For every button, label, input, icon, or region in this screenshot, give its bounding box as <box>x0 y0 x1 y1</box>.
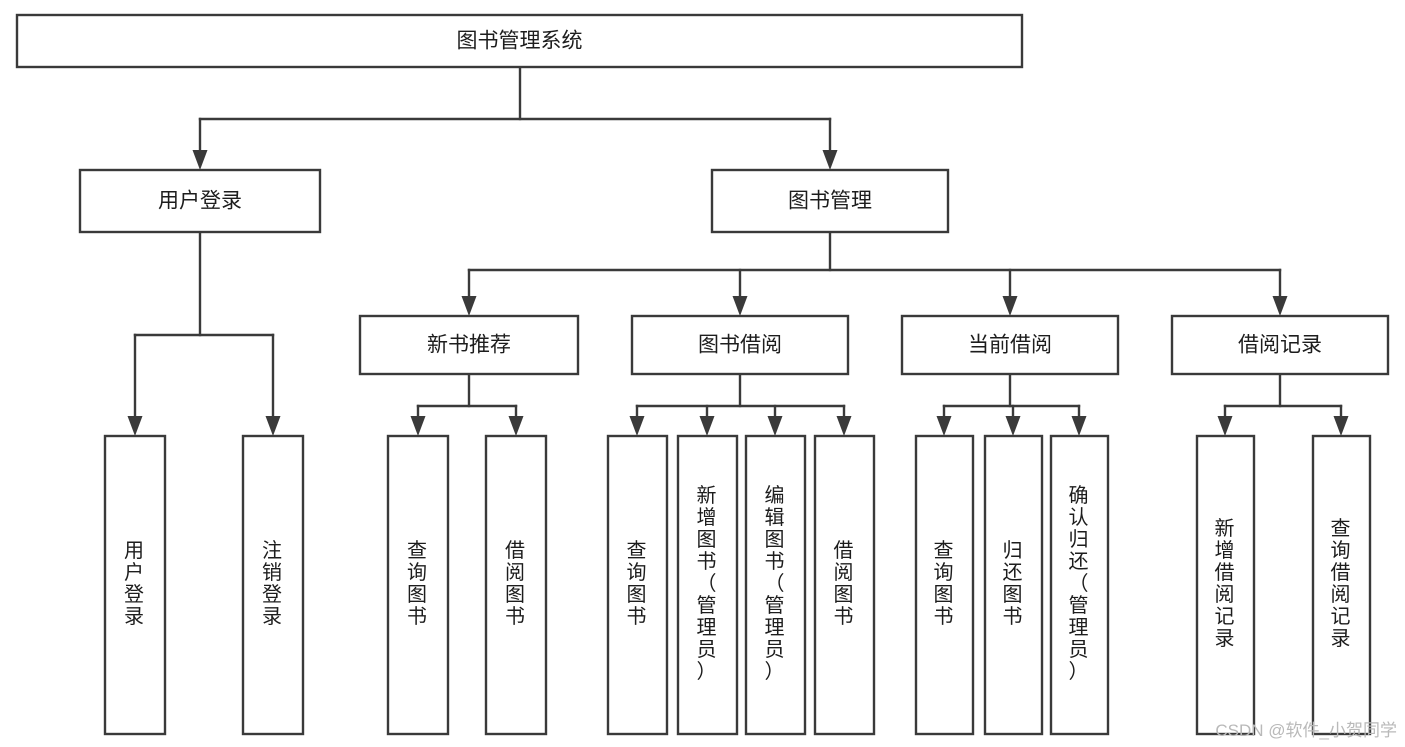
node-box[interactable] <box>15 13 1024 69</box>
node-label: 借阅记录 <box>1238 334 1322 357</box>
node-box[interactable] <box>1170 314 1390 376</box>
node-box[interactable] <box>744 434 807 736</box>
arrow-head-icon <box>410 416 426 436</box>
node-box[interactable] <box>914 434 975 736</box>
node-label: 用户登录 <box>158 190 242 213</box>
arrow-head-icon <box>1333 416 1349 436</box>
node-leaf-edit-book-admin[interactable]: 编辑图书（管理员） <box>744 434 807 736</box>
node-label: 新增借阅记录 <box>1215 517 1237 650</box>
node-box[interactable] <box>606 434 669 736</box>
node-box[interactable] <box>241 434 305 736</box>
arrow-head-icon <box>127 416 143 436</box>
node-leaf-query-borrow-record[interactable]: 查询借阅记录 <box>1311 434 1372 736</box>
connector-root <box>192 65 838 170</box>
arrow-head-icon <box>1071 416 1087 436</box>
connector-layer <box>127 65 1349 436</box>
node-label: 当前借阅 <box>968 334 1052 357</box>
node-new-book-recommend[interactable]: 新书推荐 <box>358 314 580 376</box>
arrow-head-icon <box>192 150 208 170</box>
node-box[interactable] <box>900 314 1120 376</box>
arrow-head-icon <box>767 416 783 436</box>
node-label: 编辑图书（管理员） <box>765 484 787 683</box>
arrow-head-icon <box>461 296 477 316</box>
node-leaf-user-logout[interactable]: 注销登录 <box>241 434 305 736</box>
node-leaf-add-borrow-record[interactable]: 新增借阅记录 <box>1195 434 1256 736</box>
arrow-head-icon <box>836 416 852 436</box>
node-box[interactable] <box>1049 434 1110 736</box>
node-label: 查询图书 <box>934 539 956 628</box>
arrow-head-icon <box>822 150 838 170</box>
node-box[interactable] <box>983 434 1044 736</box>
node-label: 查询图书 <box>407 539 429 628</box>
connector-book-borrow <box>629 372 852 436</box>
arrow-head-icon <box>265 416 281 436</box>
node-book-manage[interactable]: 图书管理 <box>710 168 950 234</box>
node-leaf-query-book-recommend[interactable]: 查询图书 <box>386 434 450 736</box>
arrow-head-icon <box>1217 416 1233 436</box>
connector-user-login <box>127 230 281 436</box>
node-box[interactable] <box>358 314 580 376</box>
node-label: 确认归还（管理员） <box>1069 484 1091 683</box>
node-leaf-confirm-return-admin[interactable]: 确认归还（管理员） <box>1049 434 1110 736</box>
node-box[interactable] <box>710 168 950 234</box>
node-label: 借阅图书 <box>505 539 527 628</box>
node-leaf-return-book[interactable]: 归还图书 <box>983 434 1044 736</box>
node-book-borrow[interactable]: 图书借阅 <box>630 314 850 376</box>
node-label: 借阅图书 <box>834 539 856 628</box>
connector-borrow-record <box>1217 372 1349 436</box>
node-label: 图书管理 <box>788 190 872 213</box>
arrow-head-icon <box>508 416 524 436</box>
node-label: 用户登录 <box>124 540 146 628</box>
node-leaf-query-book-borrow[interactable]: 查询图书 <box>606 434 669 736</box>
node-label: 查询图书 <box>627 539 649 628</box>
arrow-head-icon <box>732 296 748 316</box>
node-borrow-record[interactable]: 借阅记录 <box>1170 314 1390 376</box>
node-label: 查询借阅记录 <box>1331 517 1353 650</box>
node-label: 图书管理系统 <box>457 30 583 53</box>
node-box[interactable] <box>676 434 739 736</box>
node-leaf-query-book-current[interactable]: 查询图书 <box>914 434 975 736</box>
node-root[interactable]: 图书管理系统 <box>15 13 1024 69</box>
node-user-login[interactable]: 用户登录 <box>78 168 322 234</box>
arrow-head-icon <box>629 416 645 436</box>
node-box[interactable] <box>630 314 850 376</box>
arrow-head-icon <box>1002 296 1018 316</box>
node-box[interactable] <box>484 434 548 736</box>
node-box[interactable] <box>103 434 167 736</box>
node-leaf-add-book-admin[interactable]: 新增图书（管理员） <box>676 434 739 736</box>
node-box[interactable] <box>1311 434 1372 736</box>
arrow-head-icon <box>936 416 952 436</box>
node-box[interactable] <box>386 434 450 736</box>
connector-new-book-recommend <box>410 372 524 436</box>
node-current-borrow[interactable]: 当前借阅 <box>900 314 1120 376</box>
node-layer: 图书管理系统用户登录图书管理新书推荐图书借阅当前借阅借阅记录用户登录注销登录查询… <box>15 13 1390 736</box>
node-leaf-borrow-book[interactable]: 借阅图书 <box>813 434 876 736</box>
node-leaf-borrow-book-recommend[interactable]: 借阅图书 <box>484 434 548 736</box>
node-box[interactable] <box>78 168 322 234</box>
arrow-head-icon <box>1272 296 1288 316</box>
watermark-label: CSDN @软件_小贺同学 <box>1215 721 1397 740</box>
node-box[interactable] <box>813 434 876 736</box>
node-label: 归还图书 <box>1003 539 1025 628</box>
node-label: 注销登录 <box>262 539 284 628</box>
arrow-head-icon <box>699 416 715 436</box>
node-label: 新增图书（管理员） <box>697 484 719 683</box>
connector-current-borrow <box>936 372 1087 436</box>
node-label: 新书推荐 <box>427 334 511 357</box>
node-box[interactable] <box>1195 434 1256 736</box>
arrow-head-icon <box>1005 416 1021 436</box>
node-leaf-user-login[interactable]: 用户登录 <box>103 434 167 736</box>
node-label: 图书借阅 <box>698 334 782 357</box>
connector-book-manage <box>461 230 1288 316</box>
